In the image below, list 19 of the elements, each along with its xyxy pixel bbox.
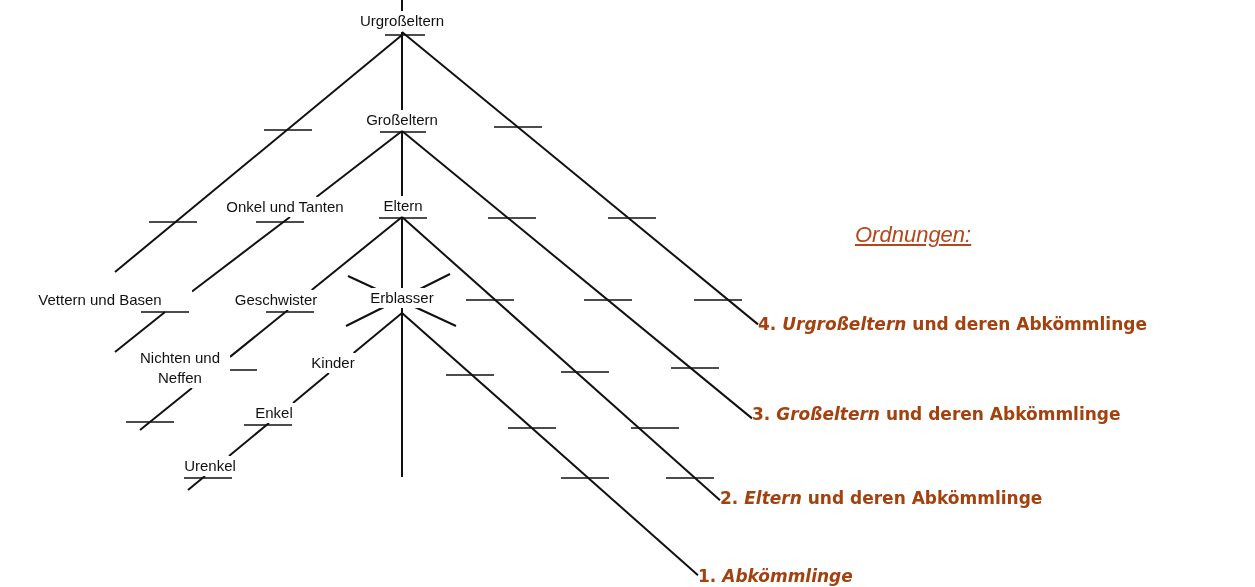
section-heading: Ordnungen: (855, 221, 972, 249)
branch-line (401, 130, 403, 197)
branch-line (352, 312, 403, 354)
order-label: 2. Eltern und deren Abkömmlinge (720, 486, 1200, 510)
branch-line (315, 130, 403, 198)
order-label: 1. Abkömmlinge (698, 564, 998, 587)
branch-line (401, 216, 721, 502)
branch-line (401, 130, 753, 420)
order-label: 3. Großeltern und deren Abkömmlinge (752, 402, 1232, 426)
branch-line (401, 216, 403, 289)
branch-line (401, 312, 699, 577)
branch-line (191, 216, 291, 293)
branch-line (229, 309, 289, 358)
order-label: 4. Urgroßeltern und deren Abkömmlinge (758, 312, 1248, 336)
branch-line (310, 216, 403, 291)
branch-line (292, 372, 330, 404)
branch-line (401, 31, 759, 326)
branch-line (401, 31, 403, 111)
branch-line (228, 422, 270, 457)
